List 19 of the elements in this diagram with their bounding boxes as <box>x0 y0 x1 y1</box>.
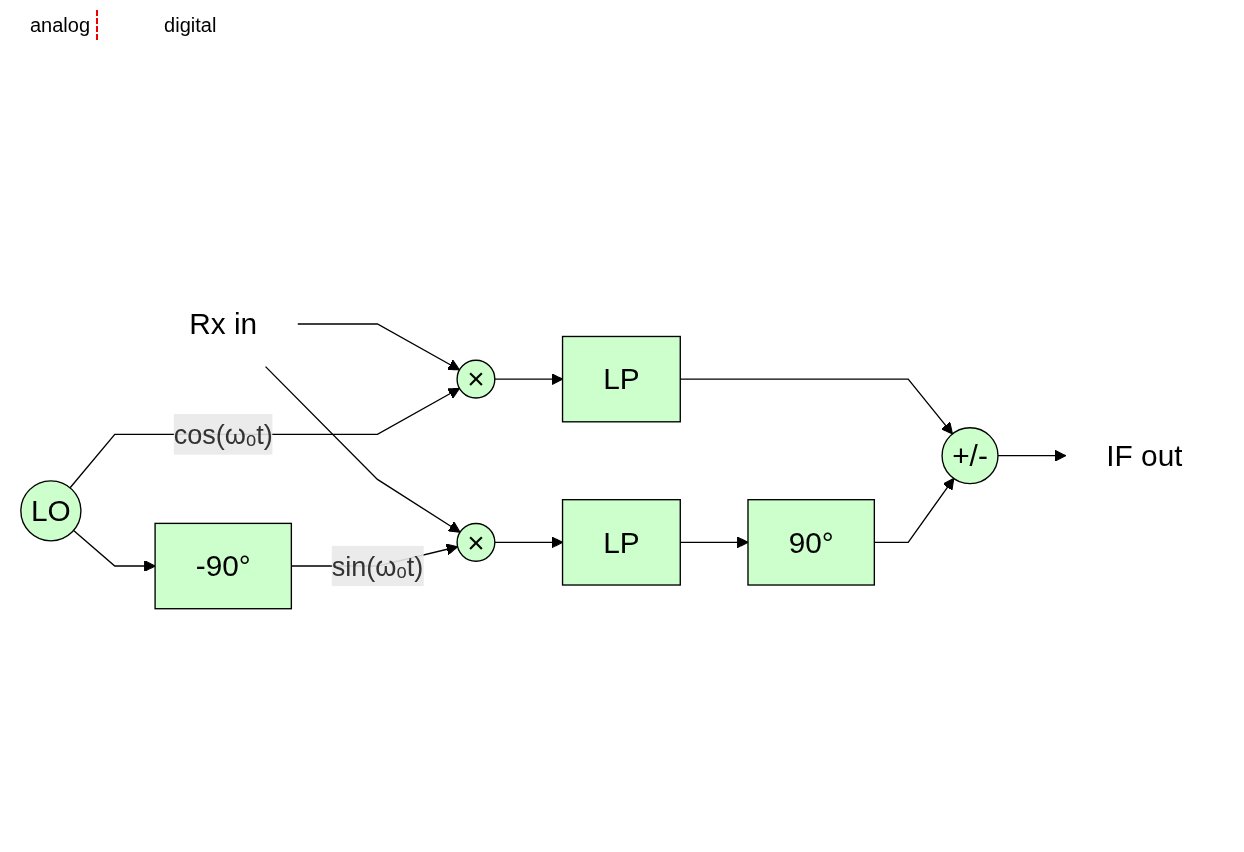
arrow <box>297 323 461 371</box>
arrow <box>69 387 461 489</box>
arrow <box>264 365 461 533</box>
edge-label: cos(ωₒt) <box>173 419 273 450</box>
node-circle: × <box>456 359 496 399</box>
node-text: IF out <box>1106 438 1183 473</box>
node-box: LP <box>561 499 681 586</box>
node-box: 90° <box>747 499 875 586</box>
node-box: LP <box>561 335 681 423</box>
arrow <box>997 449 1067 462</box>
arrow <box>72 529 156 572</box>
node-text: Rx in <box>189 307 258 341</box>
domain-label: digital <box>164 13 217 37</box>
domain-label: analog <box>30 13 91 37</box>
node-circle: LO <box>20 480 82 542</box>
node-box: -90° <box>154 522 293 610</box>
node-circle: +/- <box>941 427 999 485</box>
node-circle: × <box>456 522 496 562</box>
edge-label: sin(ωₒt) <box>331 551 424 581</box>
